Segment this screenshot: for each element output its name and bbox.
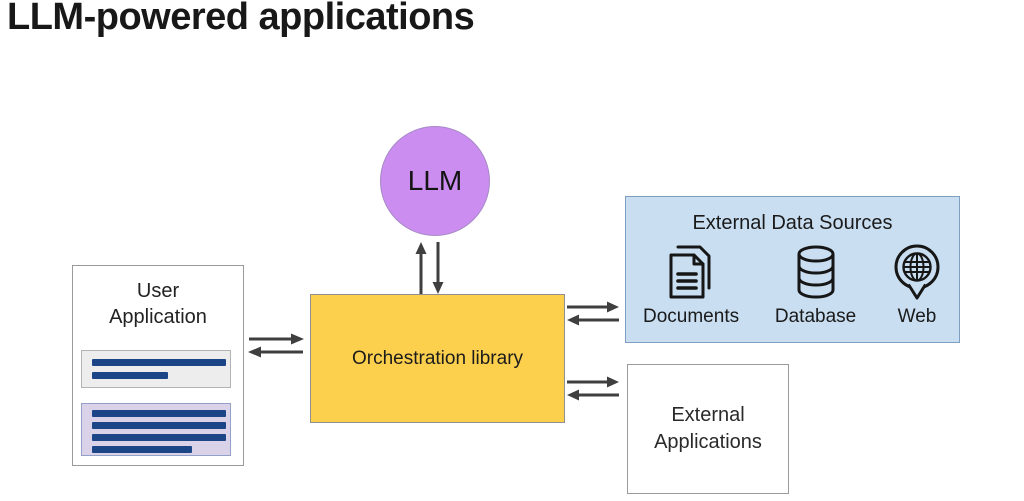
external-applications-label: External Applications — [654, 404, 762, 453]
user-app-mock-panel-top — [81, 350, 231, 388]
database-icon — [797, 245, 835, 299]
user-orchestration-arrows — [248, 333, 304, 358]
orchestration-library-node: Orchestration library — [310, 294, 565, 423]
text-bar — [92, 372, 168, 379]
user-app-mock-panel-bottom — [81, 403, 231, 456]
user-application-node: User Application — [72, 265, 244, 466]
web-globe-pin-icon — [894, 244, 940, 300]
external-applications-node: External Applications — [627, 364, 789, 494]
text-bar — [92, 410, 226, 417]
llm-orchestration-arrows — [415, 242, 444, 294]
text-bar — [92, 434, 226, 441]
text-bar — [92, 446, 192, 453]
orchestration-extapps-arrows — [567, 376, 619, 401]
orchestration-datasources-arrows — [567, 301, 619, 326]
page-title: LLM-powered applications — [7, 0, 475, 38]
text-bar — [92, 359, 226, 366]
data-source-web: Web — [892, 243, 942, 328]
web-label: Web — [897, 306, 937, 327]
text-bar — [92, 422, 226, 429]
external-data-sources-node: External Data Sources Documents — [625, 196, 960, 343]
external-data-sources-items: Documents Database — [626, 243, 959, 328]
data-source-database: Database — [775, 243, 856, 328]
database-label: Database — [774, 306, 857, 327]
data-source-documents: Documents — [643, 243, 739, 328]
documents-icon — [669, 245, 711, 299]
orchestration-library-label: Orchestration library — [351, 347, 524, 369]
user-application-label: User Application — [109, 280, 207, 328]
external-data-sources-title: External Data Sources — [692, 212, 893, 234]
documents-label: Documents — [643, 306, 740, 327]
llm-node: LLM — [380, 126, 490, 236]
llm-label: LLM — [407, 165, 463, 196]
